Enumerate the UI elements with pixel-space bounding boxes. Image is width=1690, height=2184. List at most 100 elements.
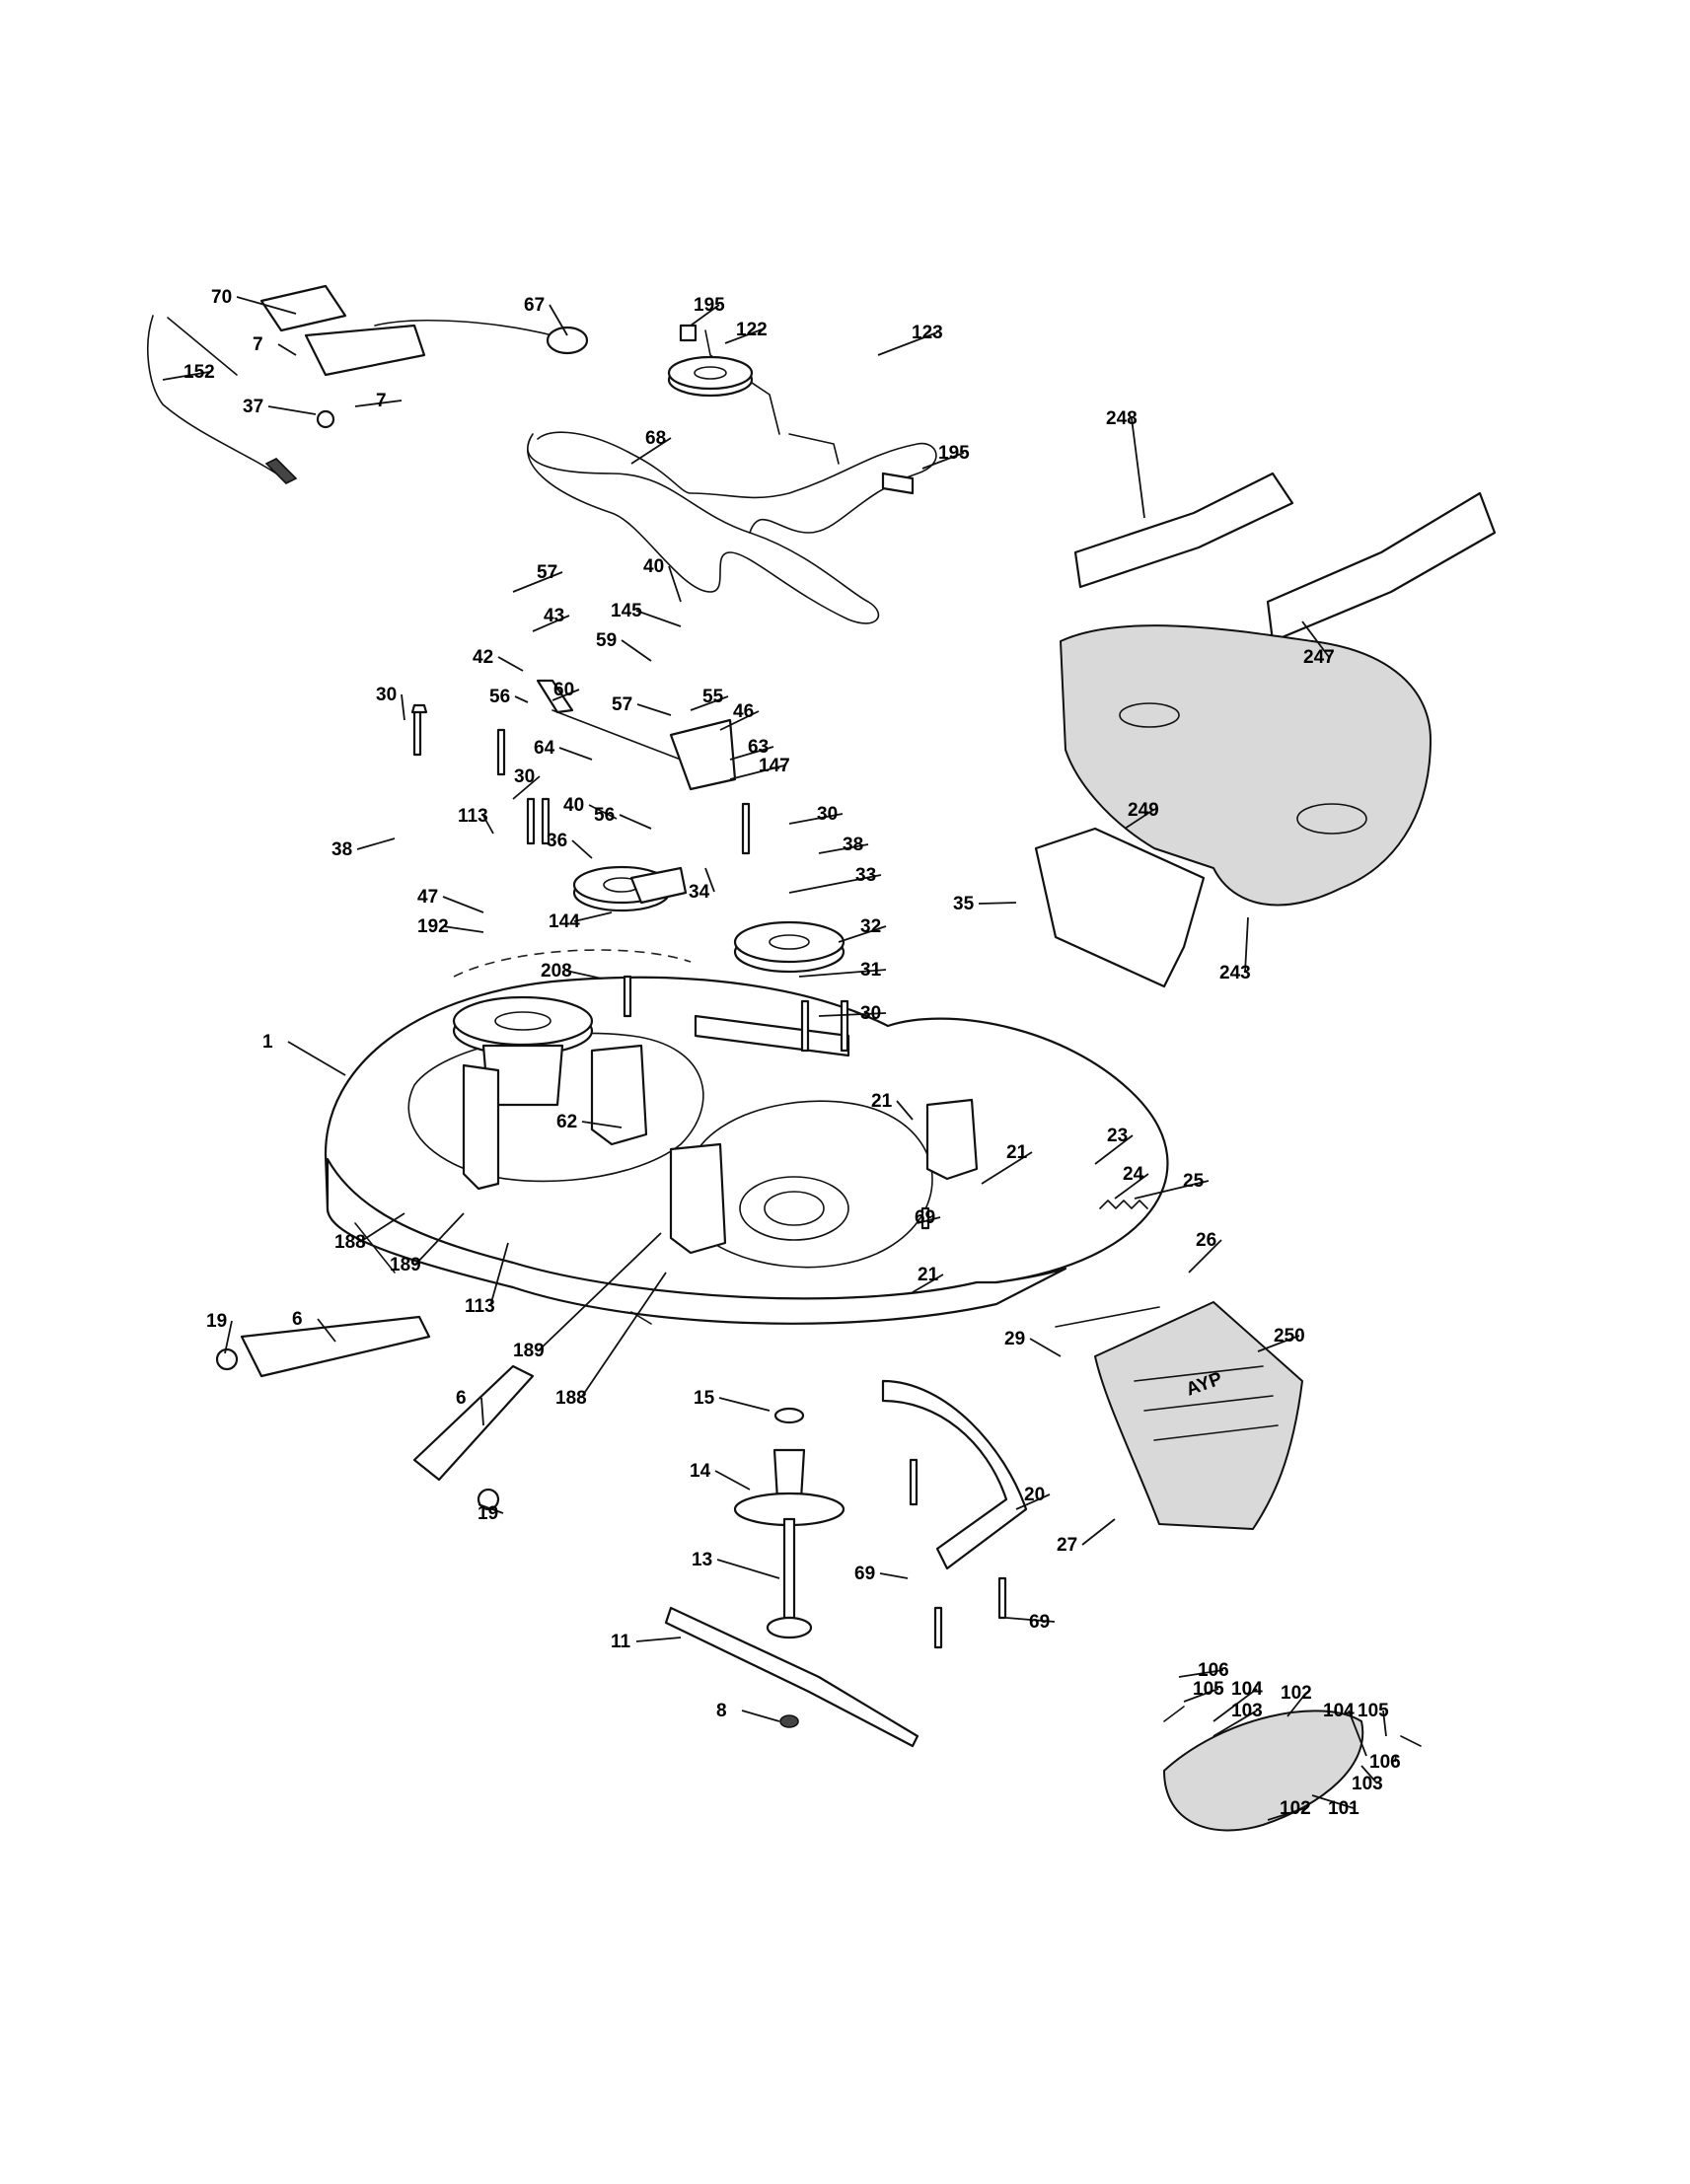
part-callout-38: 38 xyxy=(331,839,352,860)
part-callout-13: 13 xyxy=(692,1550,712,1570)
part-callout-1: 1 xyxy=(262,1032,273,1053)
part-callout-101: 101 xyxy=(1328,1798,1359,1819)
part-callout-29: 29 xyxy=(1004,1329,1025,1349)
part-callout-7: 7 xyxy=(253,334,263,355)
callout-leader xyxy=(1134,1180,1210,1200)
part-callout-62: 62 xyxy=(556,1112,577,1132)
part-callout-57: 57 xyxy=(537,562,557,583)
part-callout-104: 104 xyxy=(1231,1679,1263,1700)
part-callout-104: 104 xyxy=(1323,1701,1355,1721)
callout-leader xyxy=(1183,1688,1219,1703)
callout-leader xyxy=(1267,1807,1306,1821)
part-callout-21: 21 xyxy=(871,1091,893,1112)
deck-link-lower xyxy=(412,1364,535,1511)
callout-leader xyxy=(978,902,1017,905)
callout-leader xyxy=(704,867,715,893)
part-callout-103: 103 xyxy=(1231,1701,1263,1721)
callout-leader xyxy=(1360,1765,1378,1784)
callout-leader xyxy=(1382,1710,1387,1737)
part-callout-6: 6 xyxy=(292,1309,303,1330)
callout-leader xyxy=(549,304,568,336)
part-callout-30: 30 xyxy=(860,1003,881,1024)
callout-leader xyxy=(719,710,760,731)
part-callout-42: 42 xyxy=(473,647,493,668)
part-callout-34: 34 xyxy=(689,882,710,903)
part-callout-106: 106 xyxy=(1369,1752,1401,1773)
part-callout-11: 11 xyxy=(611,1632,631,1652)
callout-leader xyxy=(414,1212,465,1266)
part-callout-56: 56 xyxy=(489,687,510,707)
baffle-housing-243 xyxy=(1060,624,1432,907)
part-callout-56: 56 xyxy=(594,805,615,826)
callout-leader xyxy=(1394,1755,1397,1763)
part-callout-57: 57 xyxy=(612,694,632,715)
callout-leader xyxy=(356,837,396,850)
callout-leader xyxy=(1094,1134,1134,1165)
callout-leader xyxy=(573,911,613,922)
callout-leader xyxy=(981,1151,1033,1185)
idler-pulley-145 xyxy=(667,355,754,398)
idler-arm xyxy=(536,679,737,905)
callout-leader xyxy=(1348,1710,1367,1757)
part-callout-69: 69 xyxy=(1029,1612,1050,1633)
callout-leader xyxy=(317,1318,336,1343)
callout-leader xyxy=(818,1012,887,1017)
callout-leader xyxy=(921,452,965,470)
callout-leader xyxy=(630,437,672,465)
part-callout-243: 243 xyxy=(1219,963,1251,983)
callout-leader xyxy=(635,610,682,627)
discharge-deflector: AYP xyxy=(1094,1301,1303,1530)
callout-leader xyxy=(236,296,297,315)
callout-leader xyxy=(538,1232,662,1351)
callout-leader xyxy=(788,813,844,825)
part-callout-25: 25 xyxy=(1183,1171,1205,1192)
part-callout-113: 113 xyxy=(458,806,488,827)
baffle-247 xyxy=(1266,491,1497,643)
part-callout-63: 63 xyxy=(748,737,769,758)
callout-leader xyxy=(729,764,785,780)
callout-leader xyxy=(354,400,403,407)
mower-blade xyxy=(664,1606,919,1748)
callout-leader xyxy=(798,969,887,978)
part-callout-59: 59 xyxy=(596,630,617,651)
part-callout-105: 105 xyxy=(1193,1679,1224,1700)
callout-leader xyxy=(1005,1617,1056,1623)
part-callout-147: 147 xyxy=(759,756,790,776)
callout-leader xyxy=(1124,809,1154,830)
callout-leader xyxy=(917,1216,941,1224)
deflector-spring xyxy=(1055,1200,1160,1328)
drive-belt xyxy=(527,431,937,624)
part-callout-247: 247 xyxy=(1303,647,1335,668)
callout-leader xyxy=(512,775,541,800)
part-callout-46: 46 xyxy=(733,701,754,722)
callout-leader xyxy=(877,331,938,356)
callout-leader xyxy=(1029,1338,1062,1357)
part-callout-113: 113 xyxy=(465,1296,495,1317)
callout-leader xyxy=(401,693,405,721)
part-callout-14: 14 xyxy=(690,1461,711,1482)
part-callout-36: 36 xyxy=(547,831,567,851)
callout-leader xyxy=(558,747,593,761)
part-callout-192: 192 xyxy=(417,916,449,937)
part-callout-103: 103 xyxy=(1352,1774,1383,1794)
callout-leader xyxy=(489,1242,509,1307)
callout-leader xyxy=(1286,1692,1307,1717)
part-callout-20: 20 xyxy=(1024,1485,1045,1505)
callout-leader xyxy=(1301,620,1330,658)
part-callout-37: 37 xyxy=(243,397,263,417)
belt-guides xyxy=(679,324,915,495)
part-callout-60: 60 xyxy=(553,680,574,700)
callout-leader xyxy=(1257,1335,1300,1352)
part-callout-208: 208 xyxy=(541,961,572,982)
part-callout-47: 47 xyxy=(417,887,438,908)
callout-leader xyxy=(1178,1669,1224,1678)
callout-leader xyxy=(668,565,682,603)
callout-leader xyxy=(580,1272,667,1399)
part-callout-24: 24 xyxy=(1123,1164,1144,1185)
deck-brackets xyxy=(462,1014,979,1255)
part-callout-6: 6 xyxy=(456,1388,467,1409)
part-callout-188: 188 xyxy=(334,1232,366,1253)
part-callout-123: 123 xyxy=(912,323,943,343)
part-callout-102: 102 xyxy=(1281,1683,1312,1704)
